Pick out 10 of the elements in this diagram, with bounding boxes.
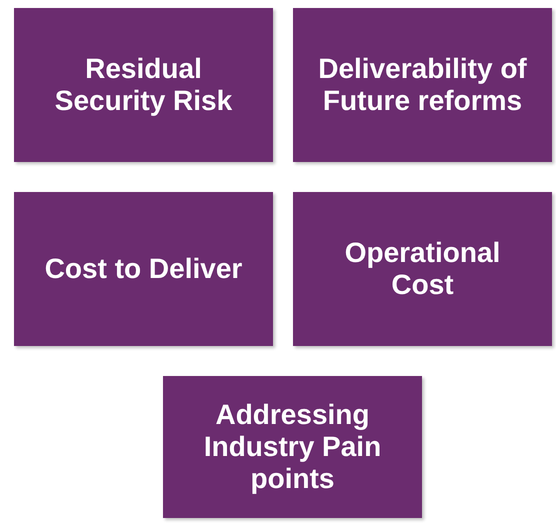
box-label: Deliverability of Future reforms: [317, 53, 528, 117]
category-box: [14, 8, 273, 162]
box-label: Residual Security Risk: [54, 53, 234, 117]
category-box: [293, 8, 552, 162]
box-label: Operational Cost: [344, 237, 502, 301]
box-label: Cost to Deliver: [44, 253, 242, 285]
category-box: [293, 192, 552, 346]
box-label: Addressing Industry Pain points: [202, 399, 382, 495]
category-box: [163, 376, 422, 518]
category-box: [14, 192, 273, 346]
